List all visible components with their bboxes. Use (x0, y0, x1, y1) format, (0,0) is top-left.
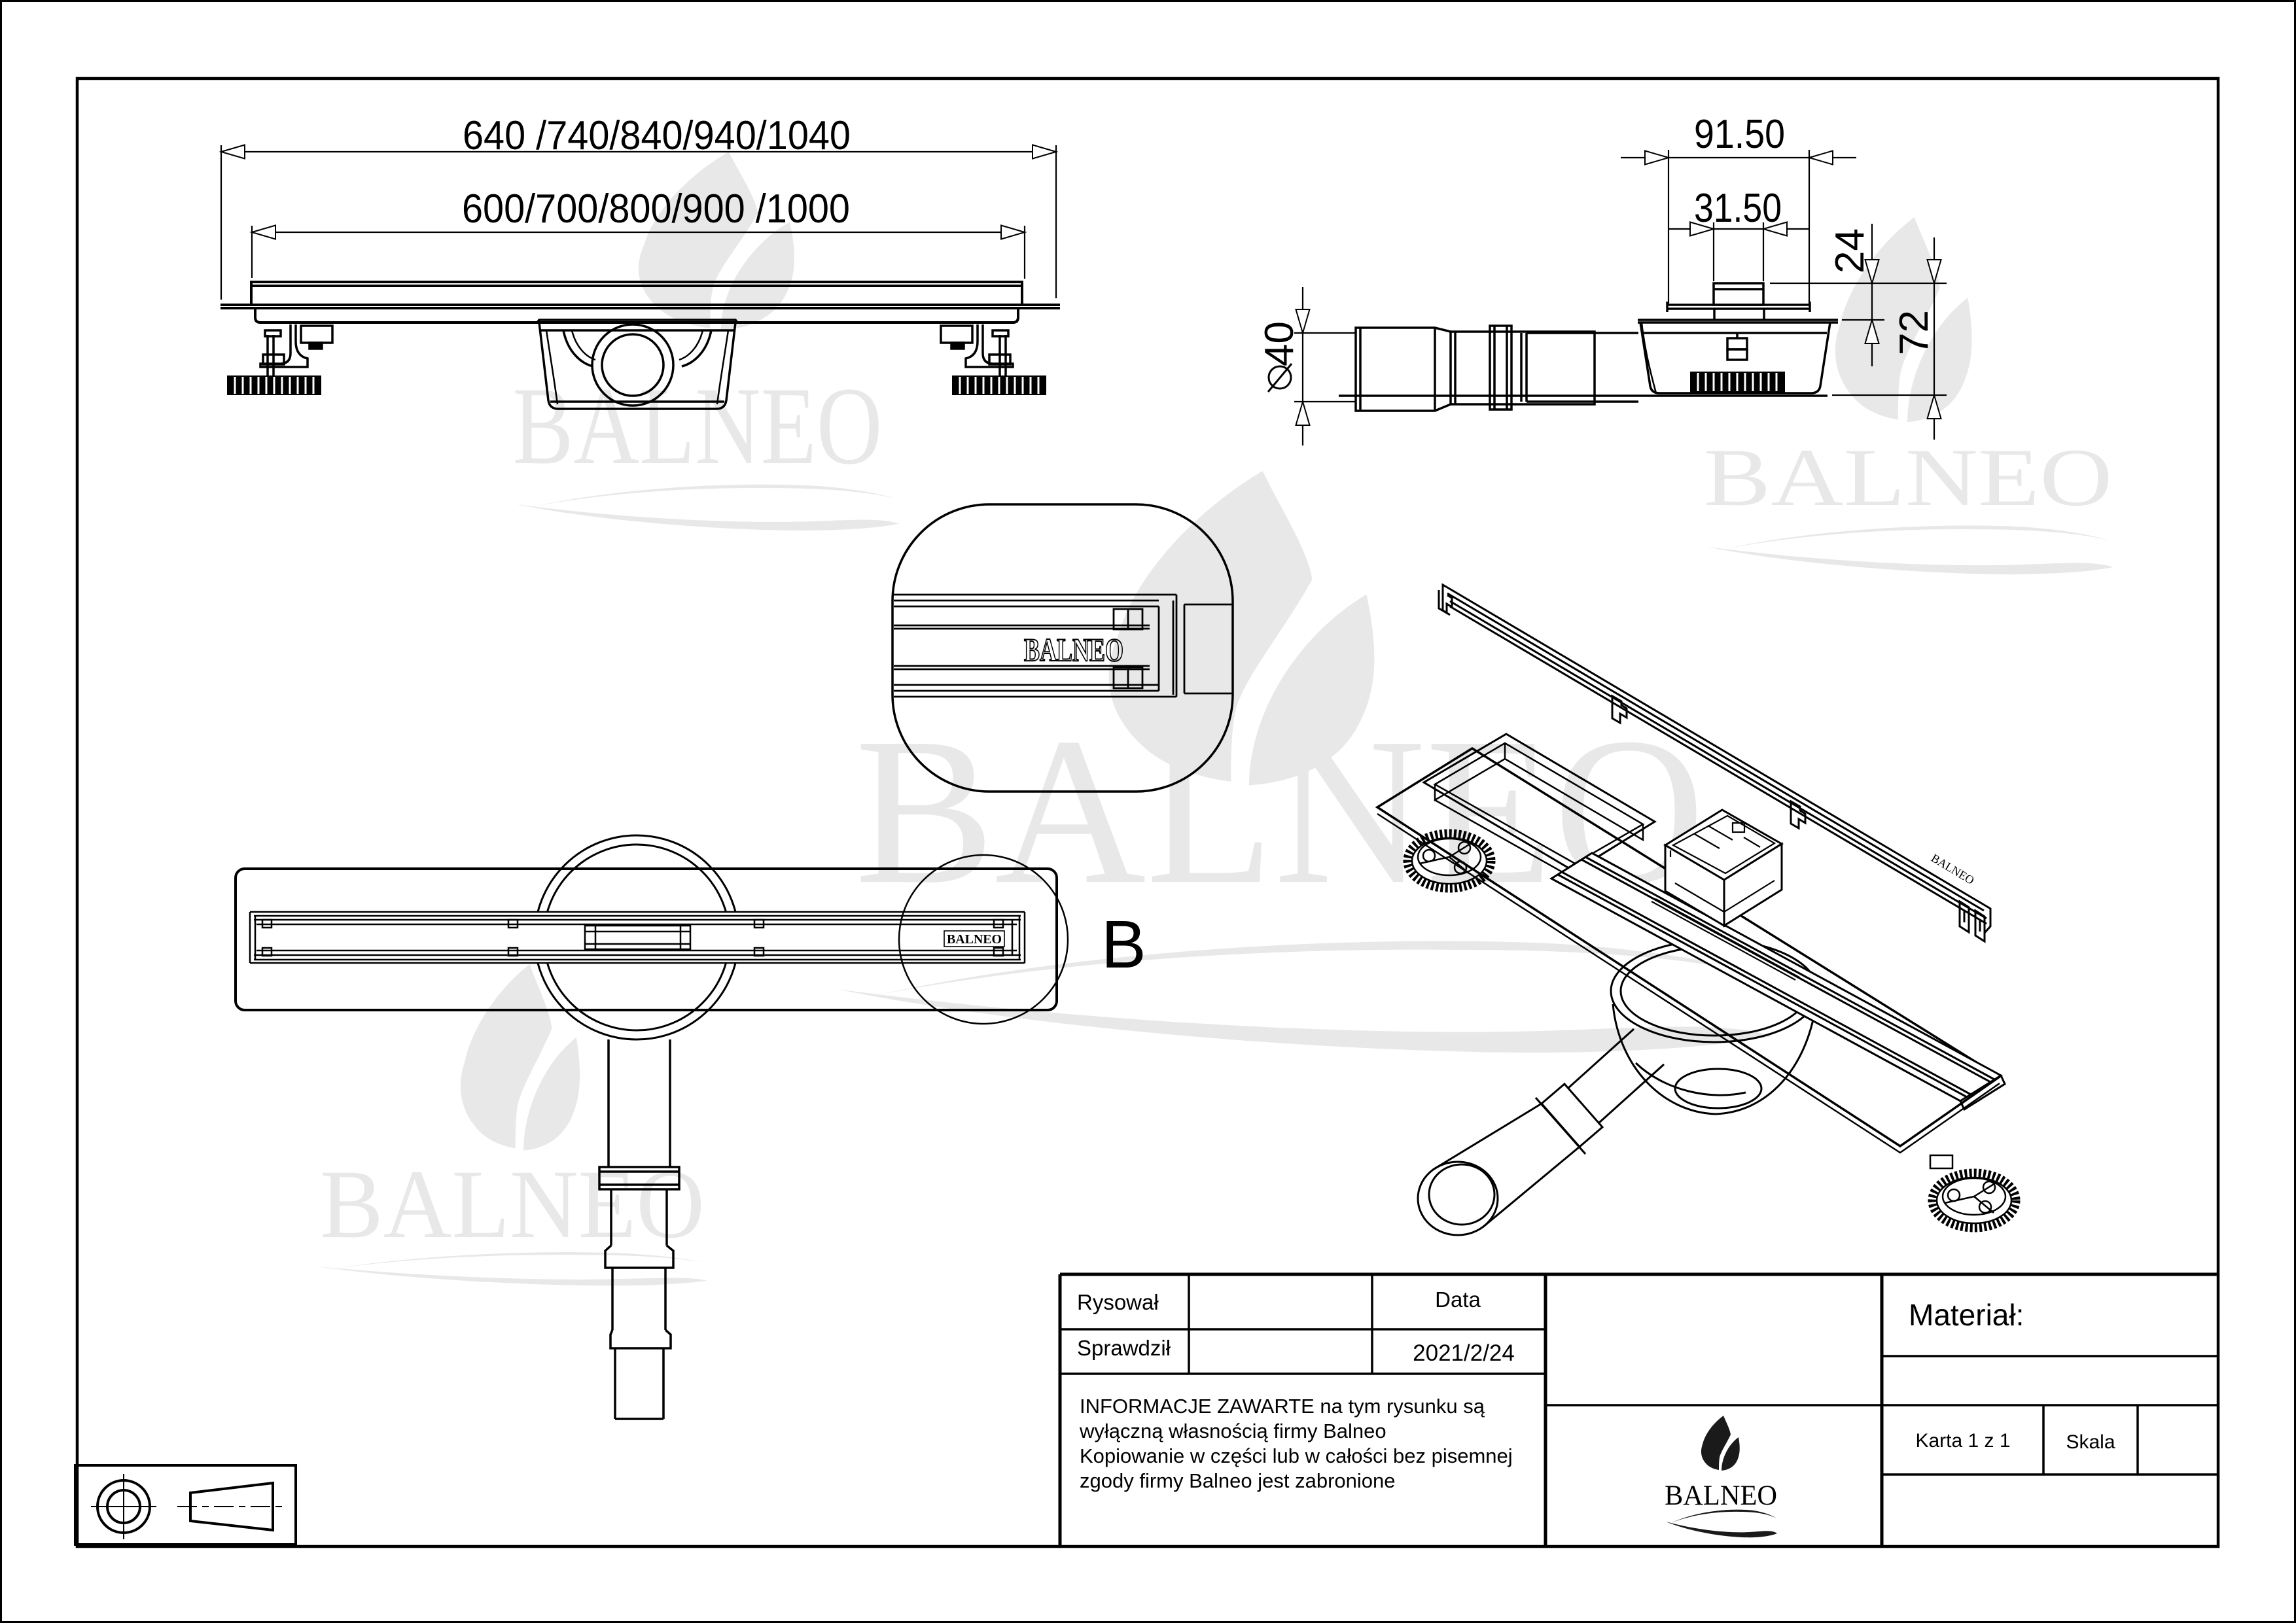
svg-text:Data: Data (1435, 1287, 1481, 1312)
svg-text:Karta 1 z 1: Karta 1 z 1 (1915, 1430, 2010, 1452)
svg-text:24: 24 (1828, 228, 1873, 273)
svg-text:Materiał:: Materiał: (1909, 1298, 2024, 1332)
svg-text:BALNEO: BALNEO (1024, 631, 1123, 668)
svg-text:B: B (1101, 907, 1146, 982)
svg-text:91.50: 91.50 (1694, 112, 1785, 157)
svg-text:72: 72 (1892, 310, 1937, 355)
svg-text:Skala: Skala (2066, 1431, 2115, 1453)
svg-text:BALNEO: BALNEO (855, 694, 1705, 928)
svg-text:40: 40 (1257, 321, 1302, 366)
svg-text:BALNEO: BALNEO (1665, 1480, 1777, 1511)
svg-text:BALNEO: BALNEO (1704, 432, 2113, 523)
svg-text:600/700/800/900 /1000: 600/700/800/900 /1000 (462, 186, 850, 232)
svg-text:640 /740/840/940/1040: 640 /740/840/940/1040 (463, 113, 851, 158)
svg-text:Sprawdził: Sprawdził (1077, 1336, 1171, 1360)
svg-text:BALNEO: BALNEO (947, 932, 1002, 947)
svg-text:Rysował: Rysował (1077, 1290, 1159, 1314)
svg-text:INFORMACJE ZAWARTE na tym rysu: INFORMACJE ZAWARTE na tym rysunku są (1080, 1395, 1485, 1418)
svg-text:wyłączną własnością firmy Baln: wyłączną własnością firmy Balneo (1079, 1420, 1386, 1442)
svg-text:2021/2/24: 2021/2/24 (1413, 1340, 1515, 1366)
svg-text:zgody firmy Balneo jest zabron: zgody firmy Balneo jest zabronione (1080, 1469, 1395, 1492)
svg-text:Kopiowanie w części lub w cało: Kopiowanie w części lub w całości bez pi… (1080, 1444, 1513, 1467)
svg-text:31.50: 31.50 (1694, 186, 1782, 231)
svg-text:BALNEO: BALNEO (513, 364, 883, 487)
